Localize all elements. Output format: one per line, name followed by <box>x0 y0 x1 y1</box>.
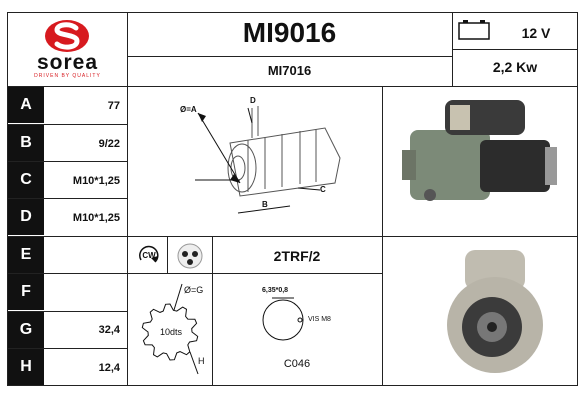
row-label-d: D <box>8 199 44 235</box>
part-number: MI9016 <box>242 17 337 48</box>
alt-number: MI7016 <box>267 63 312 78</box>
divider <box>7 348 127 349</box>
divider <box>382 236 578 237</box>
row-value-h: 12,4 <box>98 362 120 374</box>
row-label-f: F <box>8 274 44 310</box>
starter-photo-side <box>390 95 570 230</box>
row-label-b: B <box>8 125 44 161</box>
divider <box>212 236 213 386</box>
divider <box>7 86 578 87</box>
h-leader-line <box>189 351 199 375</box>
gear-label: Ø=G <box>184 285 204 295</box>
divider <box>7 161 127 162</box>
dim-label-b: B <box>262 200 268 209</box>
divider <box>452 49 578 50</box>
divider <box>7 311 127 312</box>
row-value-d: M10*1,25 <box>72 212 120 224</box>
connector-code: C046 <box>283 358 311 370</box>
sorea-logo-icon <box>45 20 89 52</box>
row-value-g: 32,4 <box>98 324 120 336</box>
divider <box>167 236 168 273</box>
dimension-drawing <box>130 88 380 234</box>
divider <box>127 273 382 274</box>
brand-tagline: DRIVEN BY QUALITY <box>34 73 101 79</box>
code-label: 2TRF/2 <box>273 248 321 264</box>
sheet-frame <box>7 12 578 386</box>
row-value-c: M10*1,25 <box>72 175 120 187</box>
divider <box>7 236 127 237</box>
h-label: H <box>198 356 205 366</box>
rotation-label: CW <box>142 251 156 260</box>
three-hole-flange-icon <box>174 241 206 271</box>
divider <box>7 198 127 199</box>
brand-name: sorea <box>36 51 99 74</box>
row-value-b: 9/22 <box>98 138 120 150</box>
screw-terminal-drawing <box>258 295 308 345</box>
screw-dimension: 6,35*0,8 <box>262 287 289 294</box>
dim-label-c: C <box>320 185 326 194</box>
starter-photo-front <box>420 245 570 380</box>
pinion-gear-drawing <box>130 282 210 382</box>
divider <box>7 124 127 125</box>
divider <box>7 273 127 274</box>
row-label-c: C <box>8 162 44 198</box>
row-label-h: H <box>8 349 44 385</box>
teeth-label: 10dts <box>160 327 183 337</box>
divider <box>127 12 128 386</box>
row-value-a: 77 <box>107 100 120 112</box>
voltage: 12 V <box>521 25 551 41</box>
dim-label-d: D <box>250 96 256 105</box>
dim-label-a: Ø=A <box>180 105 197 114</box>
row-label-e: E <box>8 237 44 273</box>
row-label-g: G <box>8 312 44 348</box>
brand-logo: sorea DRIVEN BY QUALITY <box>10 14 125 84</box>
battery-icon <box>458 18 492 40</box>
screw-label: VIS M8 <box>308 316 331 323</box>
divider <box>127 56 452 57</box>
divider <box>127 236 382 237</box>
gear-leader-line <box>173 283 183 311</box>
row-label-a: A <box>8 87 44 123</box>
gear-outline <box>141 303 199 361</box>
power: 2,2 Kw <box>492 59 538 75</box>
clockwise-arrow-icon <box>136 243 162 269</box>
divider <box>452 12 453 87</box>
